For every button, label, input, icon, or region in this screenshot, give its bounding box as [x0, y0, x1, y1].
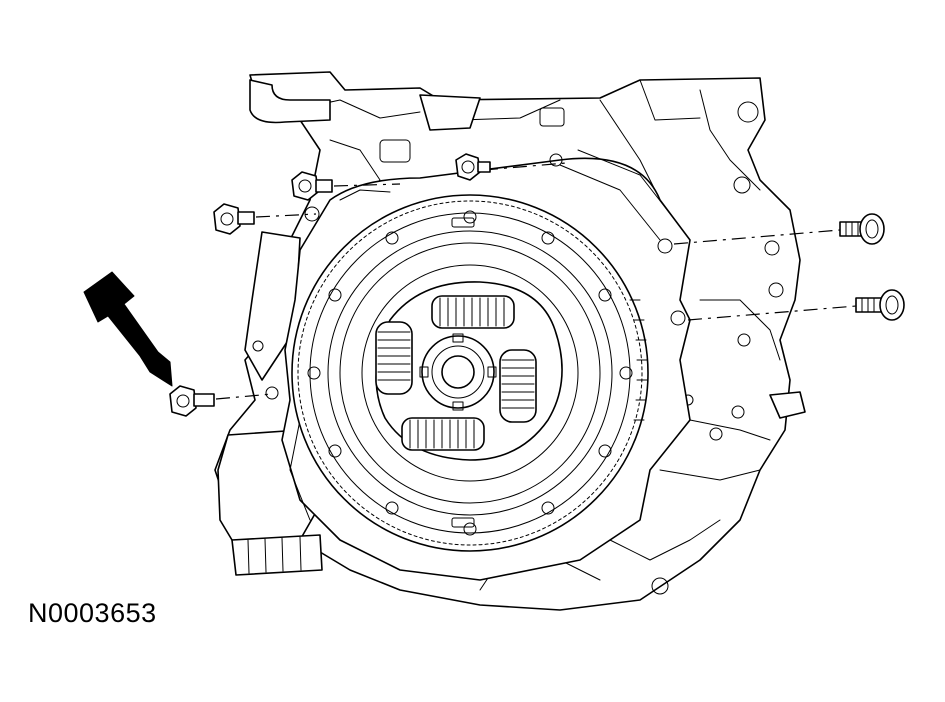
damper-springs	[375, 295, 537, 451]
flywheel-holes	[307, 210, 633, 536]
bolt-right-middle	[687, 289, 905, 321]
bolt-upper-left	[291, 171, 401, 201]
bolt-right-upper	[673, 213, 885, 245]
bolt-lower-left	[169, 385, 273, 417]
bolt-top-center	[455, 153, 567, 181]
clutch-disc	[375, 281, 563, 461]
bolt-left	[213, 203, 317, 235]
indicator-arrow	[83, 271, 173, 387]
bolts	[169, 153, 905, 417]
figure-id-label: N0003653	[28, 598, 157, 628]
